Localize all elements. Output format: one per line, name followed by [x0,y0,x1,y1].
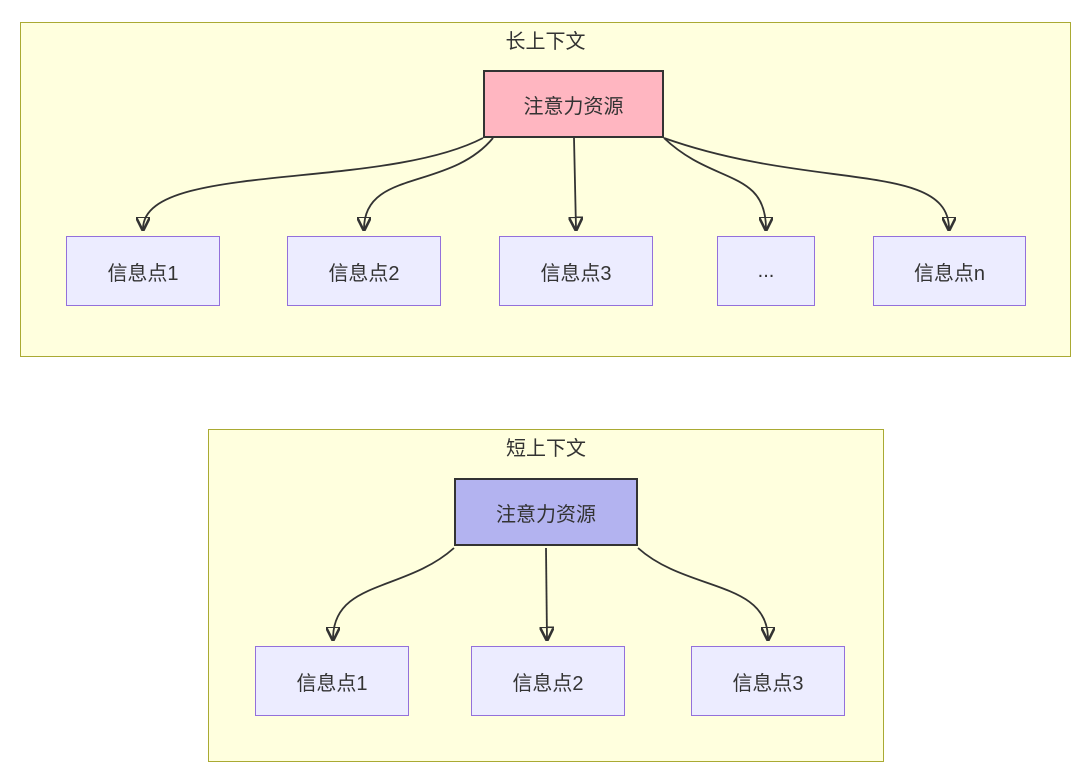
info-node-long-3: 信息点3 [499,236,653,306]
arrow-to-info-2 [546,547,547,639]
info-node-long-2: 信息点2 [287,236,441,306]
arrow-to-info-1 [333,547,455,639]
info-node-short-3: 信息点3 [691,646,845,716]
short-context-panel: 短上下文 注意力资源 信息点1 信息点2 信息点3 [208,429,884,762]
attention-node-long-label: 注意力资源 [523,95,624,118]
arrow-to-info-3 [574,137,576,229]
info-node-long-1: 信息点1 [66,236,220,306]
info-node-long-ellipsis: ... [717,236,815,306]
arrow-to-info-1 [143,137,484,229]
arrow-to-info-2 [364,137,494,229]
info-node-short-1: 信息点1 [255,646,409,716]
arrow-to-info-dots [663,137,766,229]
long-context-panel: 长上下文 注意力资源 信息点1 信息点2 信息点3 ... 信息点n [20,22,1071,357]
attention-node-short: 注意力资源 [454,478,638,546]
arrow-to-info-3 [637,547,768,639]
long-context-title: 长上下文 [505,31,586,53]
info-node-short-2: 信息点2 [471,646,625,716]
info-node-long-n: 信息点n [873,236,1026,306]
short-context-title: 短上下文 [506,438,586,460]
attention-node-short-label: 注意力资源 [496,503,596,526]
arrow-to-info-n [663,137,949,229]
attention-node-long: 注意力资源 [483,70,664,138]
